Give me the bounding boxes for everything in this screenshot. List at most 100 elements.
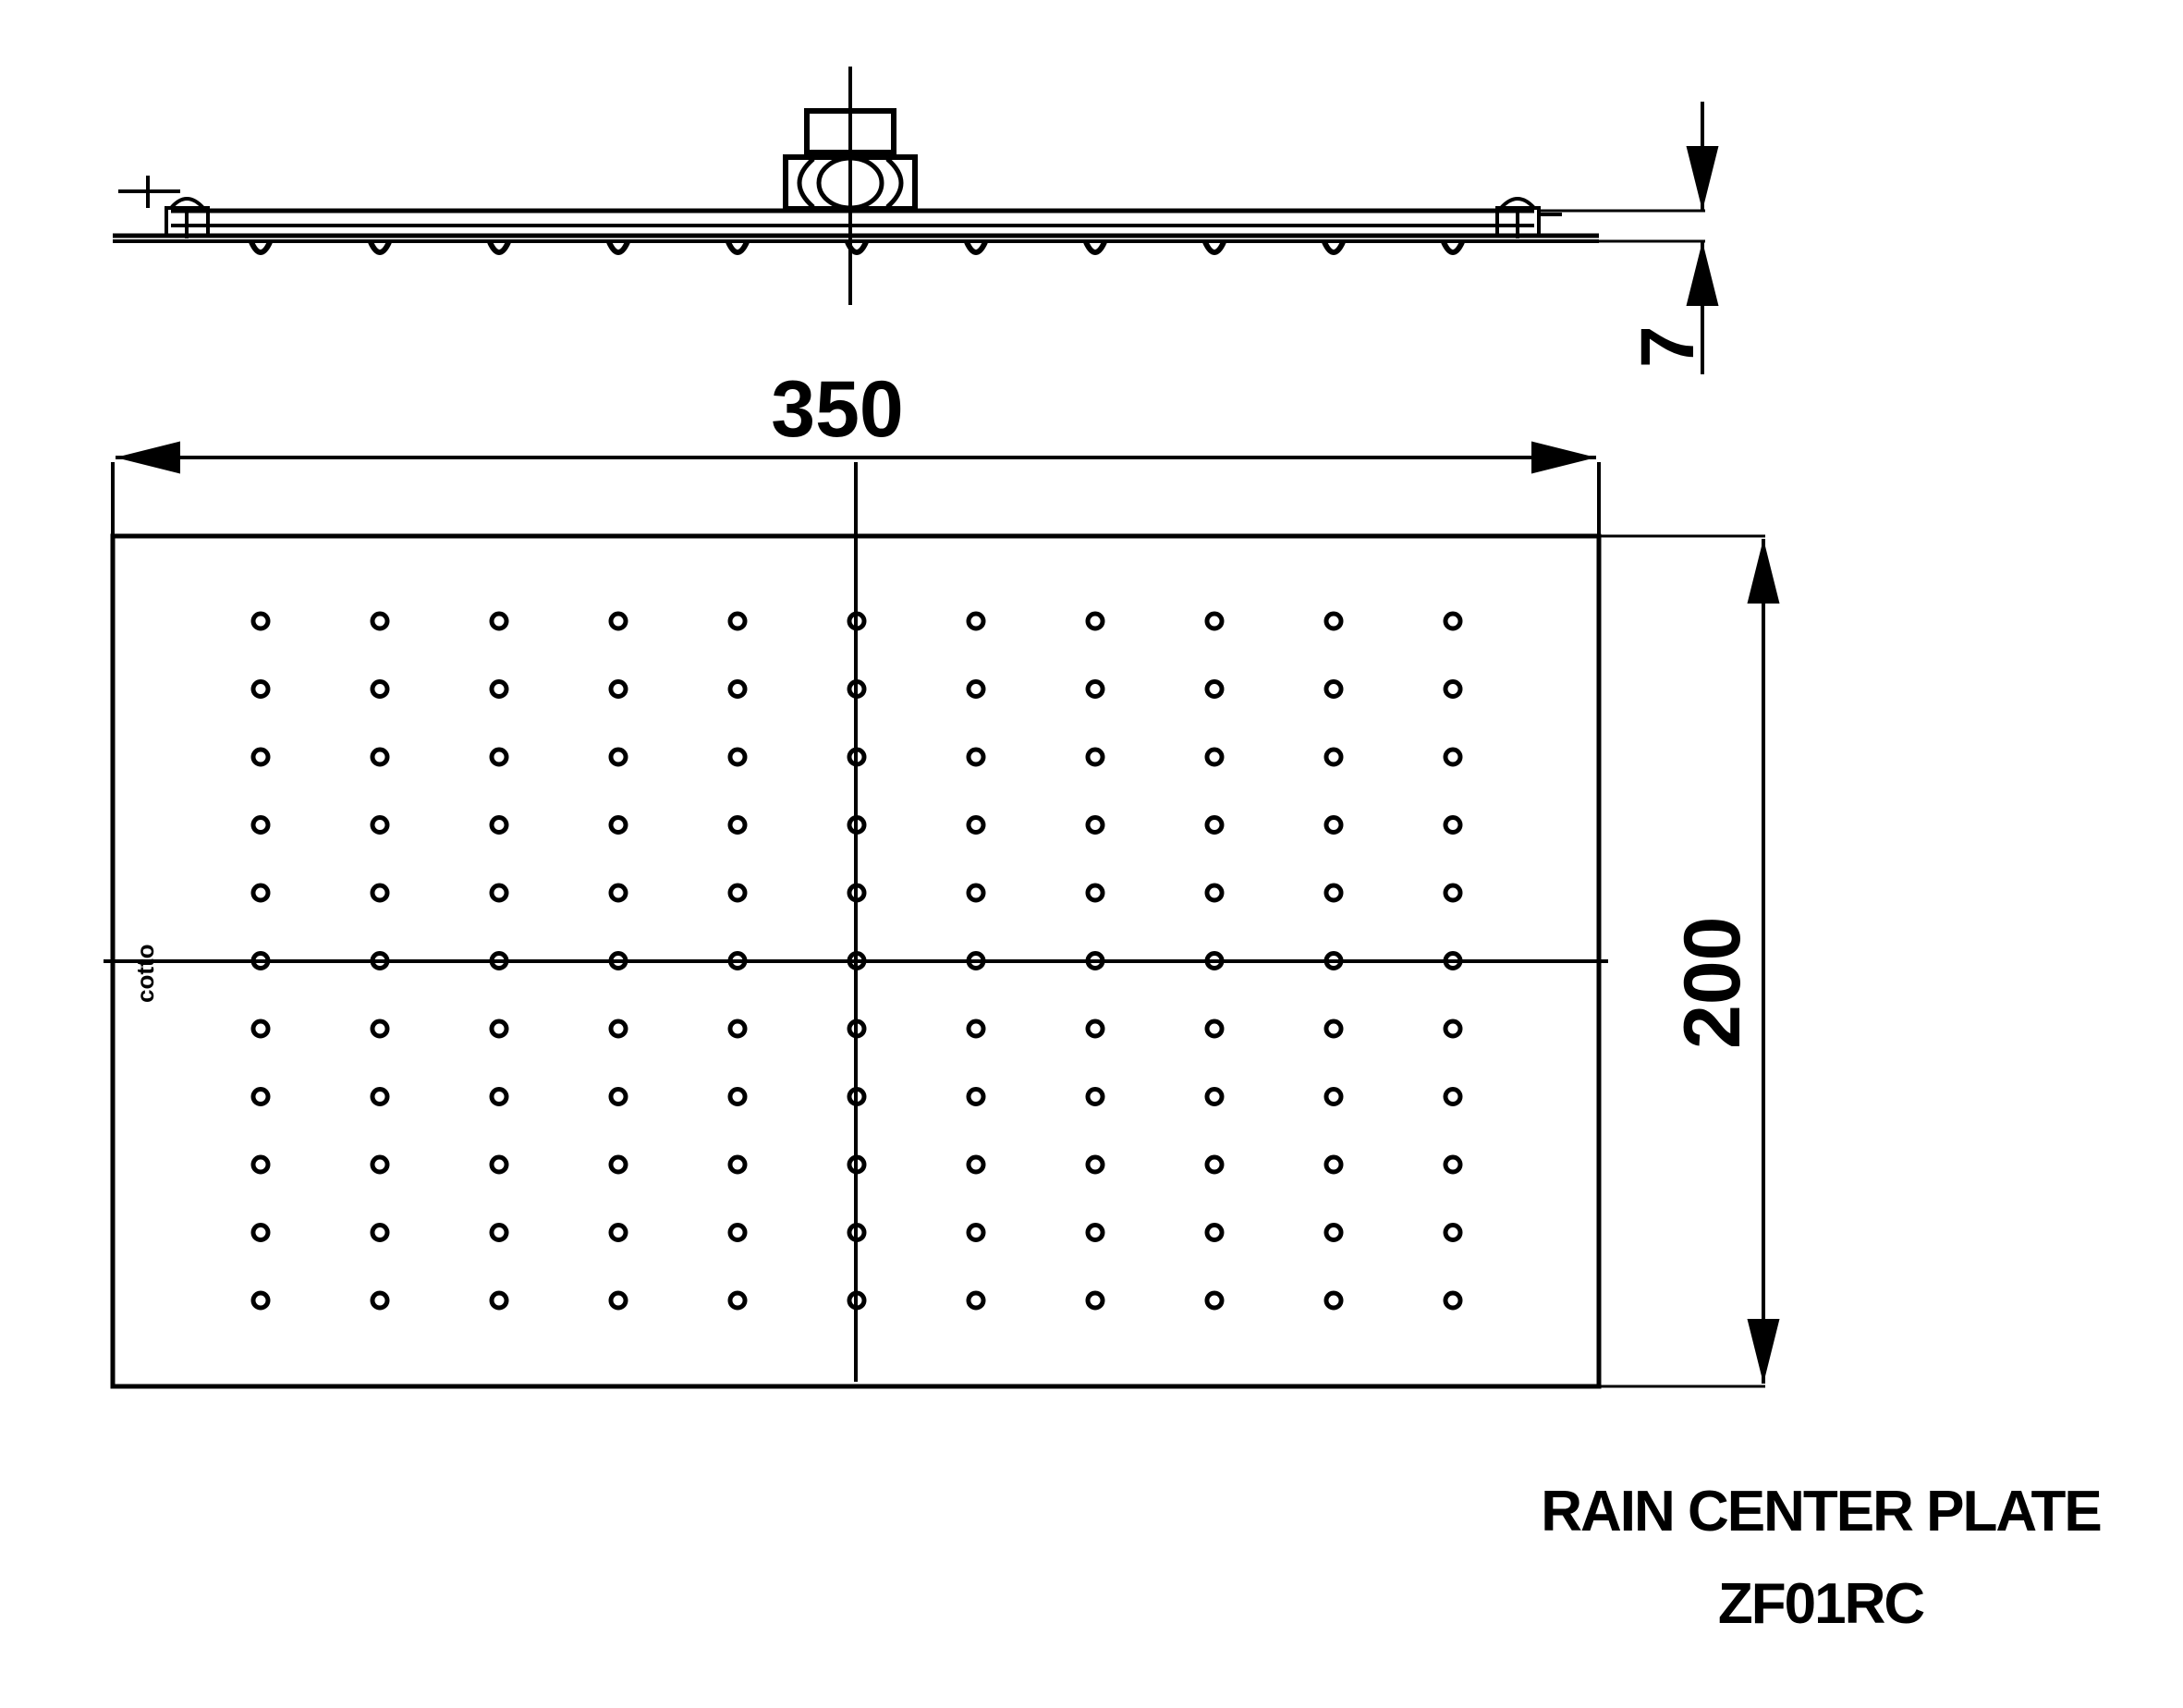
nozzle-hole [1204, 883, 1225, 903]
nozzle-hole [370, 747, 390, 767]
side-nozzle [726, 240, 750, 255]
nozzle-hole [489, 1223, 509, 1242]
nozzle-hole [489, 1290, 509, 1311]
nozzle-hole [489, 883, 509, 903]
nozzle-hole [1085, 679, 1105, 699]
nozzle-hole [250, 815, 271, 835]
nozzle-hole [1085, 883, 1105, 903]
nozzle-hole [966, 679, 986, 699]
nozzle-hole [1204, 611, 1225, 631]
nozzle-hole [489, 951, 509, 970]
nozzle-hole [370, 1154, 390, 1175]
side-nozzle [1083, 240, 1107, 255]
nozzle-hole [966, 951, 986, 970]
nozzle-hole [1323, 1087, 1344, 1106]
nozzle-hole [847, 883, 867, 903]
product-code: ZF01RC [1717, 1572, 1925, 1636]
nozzle-hole [1085, 1154, 1105, 1175]
nozzle-hole [370, 951, 390, 970]
nozzle-hole [608, 951, 628, 970]
nozzle-hole [370, 1087, 390, 1106]
height-dimension-label: 200 [1668, 917, 1757, 1050]
nozzle-hole [1085, 815, 1105, 835]
nozzle-hole [966, 1290, 986, 1311]
side-nozzle [1202, 240, 1226, 255]
nozzle-hole [847, 1019, 867, 1039]
nozzle-hole [1323, 1290, 1344, 1311]
nozzle-hole [370, 679, 390, 699]
nozzle-hole [727, 1087, 748, 1106]
nozzle-hole [1323, 883, 1344, 903]
nozzle-hole [250, 611, 271, 631]
nozzle-hole [966, 1087, 986, 1106]
nozzle-hole [847, 747, 867, 767]
nozzle-hole [1085, 747, 1105, 767]
nozzle-hole [1204, 1087, 1225, 1106]
nozzle-hole [727, 815, 748, 835]
nozzle-hole [847, 611, 867, 631]
nozzle-hole [1443, 883, 1463, 903]
nozzle-hole [250, 679, 271, 699]
nozzle-hole [966, 1019, 986, 1039]
nozzle-hole [489, 1019, 509, 1039]
nozzle-hole [847, 1087, 867, 1106]
nozzle-hole [489, 679, 509, 699]
nozzle-hole [966, 1154, 986, 1175]
nozzle-hole [1204, 1223, 1225, 1242]
side-nozzle [1322, 240, 1346, 255]
nozzle-hole [1443, 1290, 1463, 1311]
nozzle-hole [847, 1154, 867, 1175]
thickness-dimension-label: 7 [1626, 325, 1710, 368]
nozzle-hole [847, 1290, 867, 1311]
nozzle-hole [966, 1223, 986, 1242]
nozzle-hole [1085, 1087, 1105, 1106]
nozzle-hole [847, 815, 867, 835]
nozzle-hole [489, 1154, 509, 1175]
nozzle-hole [727, 883, 748, 903]
side-view: 7 [113, 67, 1719, 374]
nozzle-hole [1443, 1154, 1463, 1175]
nozzle-hole [847, 1223, 867, 1242]
top-view: 350 200 cotto [104, 365, 1780, 1389]
nozzle-hole [727, 1019, 748, 1039]
side-nozzle [249, 240, 273, 255]
nozzle-hole [1085, 1223, 1105, 1242]
nozzle-hole [608, 747, 628, 767]
side-nozzle [1441, 240, 1465, 255]
nozzle-hole [1323, 611, 1344, 631]
nozzle-hole [608, 815, 628, 835]
product-title: RAIN CENTER PLATE [1541, 1480, 2103, 1543]
nozzle-hole [608, 1154, 628, 1175]
nozzle-hole [847, 679, 867, 699]
nozzle-hole [370, 883, 390, 903]
nozzle-hole [1443, 1019, 1463, 1039]
nozzle-hole [727, 747, 748, 767]
nozzle-hole [250, 1019, 271, 1039]
nozzle-hole [608, 679, 628, 699]
nozzle-hole [966, 883, 986, 903]
nozzle-hole [1204, 815, 1225, 835]
nozzle-hole [370, 1223, 390, 1242]
nozzle-hole [250, 1154, 271, 1175]
nozzle-hole [1443, 951, 1463, 970]
nozzle-hole [608, 1223, 628, 1242]
nozzle-hole [1443, 747, 1463, 767]
nozzle-hole [1085, 1019, 1105, 1039]
nozzle-hole [608, 883, 628, 903]
nozzle-hole [250, 951, 271, 970]
nozzle-hole [1443, 611, 1463, 631]
side-nozzle [368, 240, 392, 255]
nozzle-hole [727, 679, 748, 699]
nozzle-hole [608, 611, 628, 631]
nozzle-hole [250, 1290, 271, 1311]
nozzle-hole [370, 1019, 390, 1039]
nozzle-hole [489, 1087, 509, 1106]
nozzle-hole [1204, 1019, 1225, 1039]
nozzle-hole [250, 747, 271, 767]
nozzle-hole [847, 951, 867, 970]
nozzle-hole [1323, 747, 1344, 767]
nozzle-hole [1323, 951, 1344, 970]
nozzle-hole [1204, 679, 1225, 699]
nozzle-hole [370, 1290, 390, 1311]
